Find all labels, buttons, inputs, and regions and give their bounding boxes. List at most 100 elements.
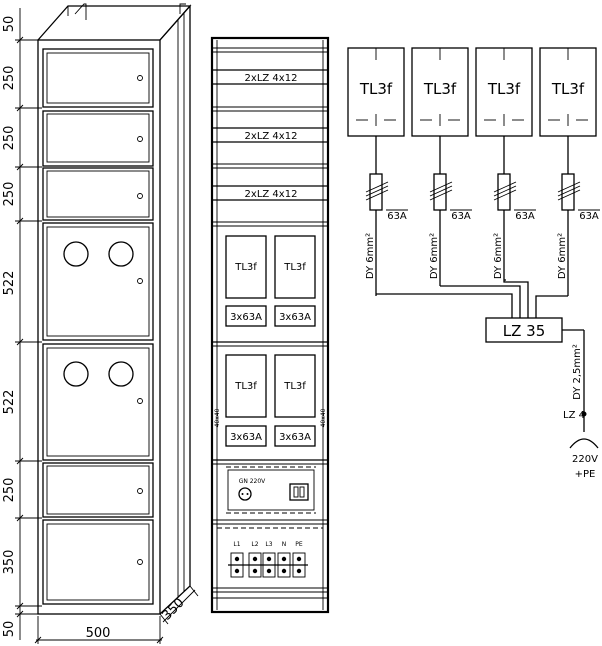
door-6: [42, 462, 154, 518]
fuse-icon: [497, 173, 511, 211]
terminal-label-l2: L2: [251, 541, 258, 548]
cable-label: DY 6mm²: [365, 233, 376, 279]
fuse-label: 63A: [579, 211, 599, 222]
terminal-label-pe: PE: [295, 541, 303, 548]
outlet-earth: +PE: [575, 469, 596, 480]
meter-window-icon: [108, 241, 134, 267]
schematic-meter-1: TL3f: [347, 47, 405, 137]
cabinet-side: [159, 4, 191, 615]
door-2: [42, 110, 154, 167]
outlet-cable-label: DY 2,5mm²: [572, 344, 583, 400]
wire: [535, 295, 568, 318]
cabinet-internal-view: 2xLZ 4x12 2xLZ 4x12 2xLZ 4x12 TL3f 3x63A…: [210, 36, 330, 614]
door-lock-icon: [137, 488, 143, 494]
door-7: [42, 519, 154, 605]
fuse-3: 63A: [493, 136, 536, 280]
fuse-box: [274, 305, 316, 327]
cable-label: DY 6mm²: [429, 233, 440, 279]
meter-label: TL3f: [234, 262, 257, 273]
dim-height-5: 522: [2, 271, 17, 296]
cabinet-front-view: 50 250 250 250 522 522 250 350 50 500 35…: [2, 3, 199, 644]
fuse-label: 3x63A: [230, 432, 262, 443]
terminal-block: [228, 552, 308, 578]
door-lock-icon: [137, 75, 143, 81]
meter-label: TL3f: [283, 381, 306, 392]
fuse-label: 3x63A: [279, 312, 311, 323]
door-lock-icon: [137, 278, 143, 284]
meter-label: TL3f: [234, 381, 257, 392]
terminal-label-l1: L1: [233, 541, 240, 548]
junction-dot: [581, 411, 587, 417]
door-5: [42, 343, 154, 461]
dim-height-1: 50: [2, 16, 17, 33]
meter-box: [225, 235, 267, 299]
meter-window-icon: [108, 361, 134, 387]
terminal-label-l3: L3: [265, 541, 272, 548]
cabinet-body: [37, 39, 161, 615]
dim-height-6: 522: [2, 390, 17, 415]
door-lock-icon: [137, 398, 143, 404]
wire: [440, 285, 521, 318]
dim-height-8: 350: [2, 550, 17, 575]
door-lock-icon: [137, 559, 143, 565]
fuse-icon: [369, 173, 383, 211]
outlet-fuse-label: LZ 4: [563, 410, 585, 421]
meter-label: TL3f: [359, 80, 393, 98]
fuse-icon: [561, 173, 575, 211]
meter-box: [225, 354, 267, 418]
dim-depth: 350: [159, 595, 187, 623]
meter-label: TL3f: [283, 262, 306, 273]
wiring-schematic: TL3f TL3f TL3f TL3f: [347, 47, 600, 480]
fuse-label: 63A: [515, 211, 535, 222]
outlet-voltage: 220V: [572, 454, 598, 465]
fuse-2: 63A: [429, 136, 472, 286]
meter-box: [274, 235, 316, 299]
meter-label: TL3f: [551, 80, 585, 98]
meter-window-icon: [63, 241, 89, 267]
meter-window-icon: [63, 361, 89, 387]
wire: [503, 280, 529, 318]
dim-height-2: 250: [2, 66, 17, 91]
fuse-4: 63A: [557, 136, 600, 296]
internal-frame: [210, 36, 330, 614]
busbar-label: 2xLZ 4x12: [245, 131, 298, 142]
cabinet-top: [37, 5, 192, 41]
dim-height-9: 50: [2, 621, 17, 638]
fuse-icon: [433, 173, 447, 211]
dim-height-3: 250: [2, 126, 17, 151]
fuse-box: [274, 425, 316, 447]
door-lock-icon: [137, 136, 143, 142]
meter-label: TL3f: [423, 80, 457, 98]
fuse-label: 3x63A: [230, 312, 262, 323]
dim-height-4: 250: [2, 182, 17, 207]
meter-box: [274, 354, 316, 418]
door-3: [42, 167, 154, 221]
fuse-label: 3x63A: [279, 432, 311, 443]
socket-panel: [227, 469, 315, 511]
rail-label: 40x40: [214, 408, 221, 427]
dim-height-7: 250: [2, 478, 17, 503]
fuse-box: [225, 425, 267, 447]
socket-icon: [238, 487, 252, 501]
schematic-meter-2: TL3f: [411, 47, 469, 137]
door-1: [42, 48, 154, 108]
outlet-icon: [569, 438, 599, 449]
fuse-label: 63A: [387, 211, 407, 222]
busbar-label: 2xLZ 4x12: [245, 73, 298, 84]
wire: [376, 293, 513, 318]
door-lock-icon: [137, 193, 143, 199]
fuse-box: [225, 305, 267, 327]
door-4: [42, 222, 154, 341]
junction-label: LZ 35: [503, 322, 546, 340]
socket-label: GN 220V: [239, 478, 266, 485]
breaker-icon: [289, 483, 309, 501]
meter-label: TL3f: [487, 80, 521, 98]
busbar-label: 2xLZ 4x12: [245, 189, 298, 200]
fuse-label: 63A: [451, 211, 471, 222]
fuse-1: 63A: [365, 136, 408, 294]
terminal-label-n: N: [282, 541, 287, 548]
dim-width: 500: [86, 626, 111, 641]
schematic-meter-3: TL3f: [475, 47, 533, 137]
cable-label: DY 6mm²: [493, 233, 504, 279]
